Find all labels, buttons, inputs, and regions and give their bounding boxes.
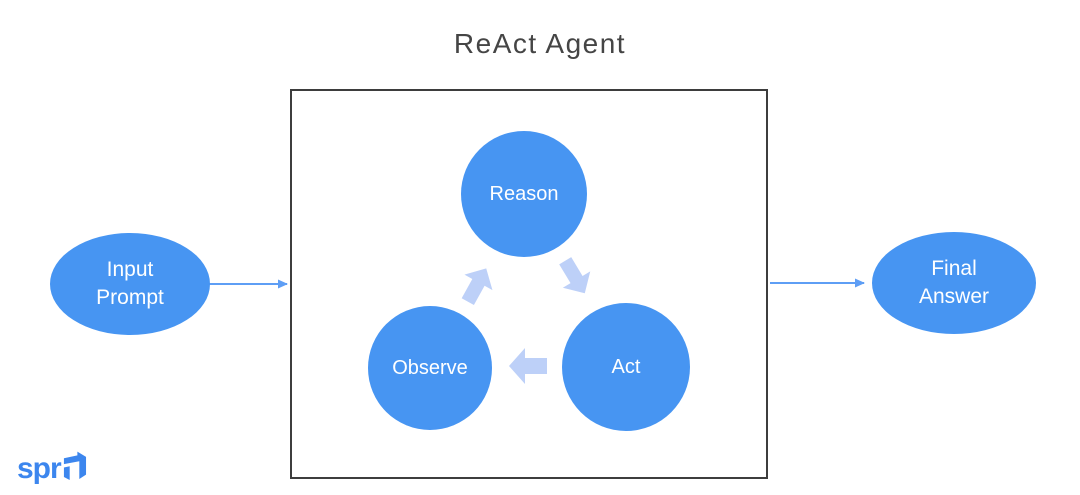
diagram-title: ReAct Agent xyxy=(453,28,627,59)
node-act: Act xyxy=(562,303,690,431)
node-observe: Observe xyxy=(368,306,492,430)
node-observe-label: Observe xyxy=(392,356,468,379)
node-act-label: Act xyxy=(611,355,641,378)
node-reason-label: Reason xyxy=(489,182,559,205)
node-input-prompt-label: Input Prompt xyxy=(96,257,164,309)
node-reason: Reason xyxy=(461,131,587,257)
node-final-answer: Final Answer xyxy=(872,232,1036,334)
cube-arrow-icon xyxy=(63,451,86,480)
node-final-answer-label: Final Answer xyxy=(918,256,990,308)
node-input-prompt: Input Prompt xyxy=(50,233,210,335)
spr-logo-text: spr xyxy=(17,452,62,485)
spr-logo: spr xyxy=(17,449,87,487)
